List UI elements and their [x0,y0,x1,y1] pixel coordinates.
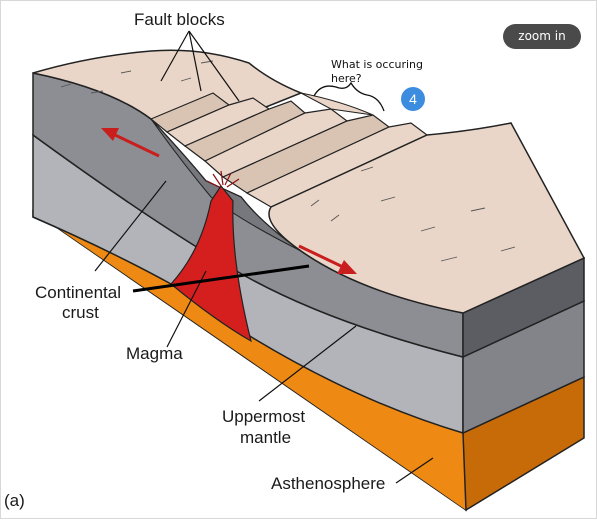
extension-arrow-right [298,244,357,274]
label-asthenosphere: Asthenosphere [271,474,386,493]
label-continental-crust-1: Continental [35,283,122,302]
zoom-in-button[interactable]: zoom in [503,24,581,49]
figure-tag: (a) [4,491,25,510]
label-continental-crust-2: crust [62,303,99,322]
fault-block-steps [149,92,429,208]
label-fault-blocks: Fault blocks [134,10,225,29]
surface-texture [60,60,516,262]
annotation-marker[interactable]: 4 [401,87,425,111]
annotation-brace [313,81,385,112]
extension-arrow-left [101,128,160,158]
label-uppermost-mantle-1: Uppermost [222,407,306,426]
magma-dikes [206,170,240,188]
magma-plume [170,184,252,343]
leader-lines [94,30,434,484]
annotation-question-line2: here? [331,72,362,85]
left-plateau-surface [32,49,304,121]
annotation-question-line1: What is occuring [331,58,424,71]
label-magma: Magma [126,344,183,363]
annotation-pointer-line [132,264,310,293]
label-uppermost-mantle-2: mantle [240,428,292,447]
